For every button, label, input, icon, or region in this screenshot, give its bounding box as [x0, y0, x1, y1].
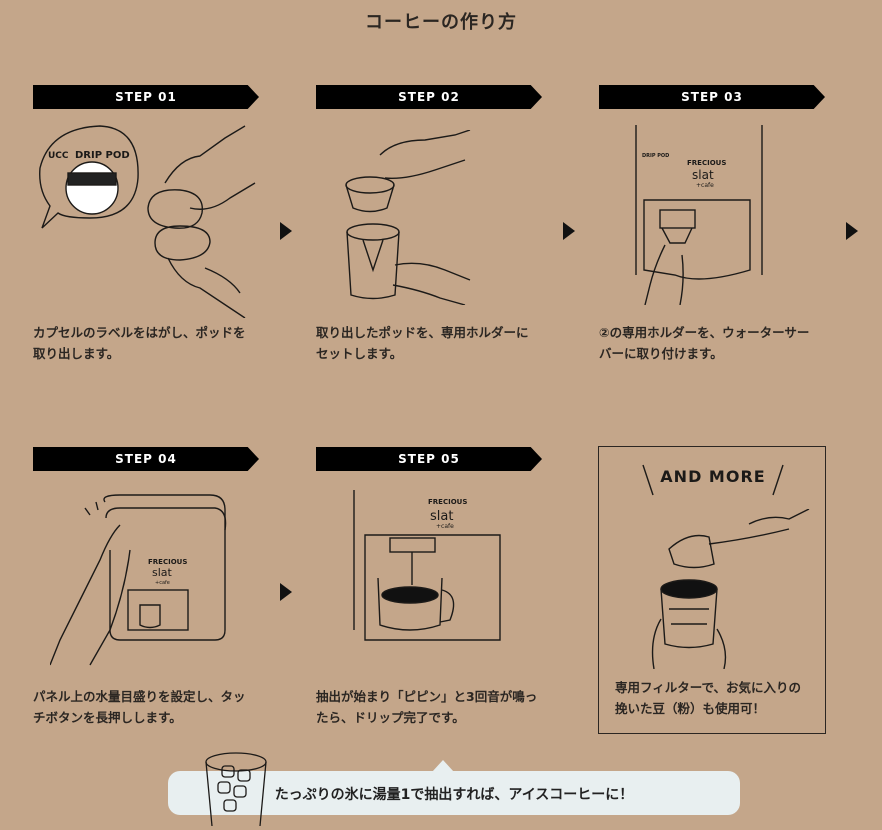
step-03-illustration: DRIP POD FRECIOUS slat +cafe: [630, 125, 770, 305]
step-05-illustration: FRECIOUS slat +cafe: [350, 490, 510, 660]
iced-coffee-glass-illustration: [200, 748, 272, 830]
step-05-line-1: 抽出が始まり「ピピン」と3回音が鳴っ: [316, 689, 538, 704]
and-more-description: 専用フィルターで、お気に入りの 挽いた豆（粉）も使用可！: [615, 677, 825, 719]
step-02-banner: STEP 02: [316, 85, 542, 109]
step-03-description: ②の専用ホルダーを、ウォーターサー バーに取り付けます。: [599, 322, 849, 364]
step-04-line-1: パネル上の水量目盛りを設定し、タッ: [33, 689, 246, 704]
step-04-banner: STEP 04: [33, 447, 259, 471]
arrow-step-03-next: [846, 222, 858, 240]
step-03-banner: STEP 03: [599, 85, 825, 109]
page-title: コーヒーの作り方: [365, 12, 517, 33]
and-more-illustration: [651, 509, 810, 669]
pod-logo-text: UCC: [48, 151, 69, 161]
and-more-box: AND MORE 専用フィルターで、お気に入りの 挽いた豆（粉）も使用可！: [598, 446, 826, 734]
step-05-description: 抽出が始まり「ピピン」と3回音が鳴っ たら、ドリップ完了です。: [316, 686, 566, 728]
step-05-machine-model: slat: [430, 509, 453, 524]
step-04-machine-sub: +cafe: [155, 580, 170, 586]
step-02-description: 取り出したポッドを、専用ホルダーに セットします。: [316, 322, 566, 364]
step-05-line-2: たら、ドリップ完了です。: [316, 710, 465, 725]
step-03-line-2: バーに取り付けます。: [599, 346, 723, 361]
arrow-step-02-to-03: [563, 222, 575, 240]
and-more-accent-lines: [642, 464, 784, 496]
step-05-machine-brand: FRECIOUS: [428, 498, 467, 506]
step-02-illustration: [335, 130, 475, 305]
arrow-step-04-to-05: [280, 583, 292, 601]
tip-bubble: たっぷりの氷に湯量1で抽出すれば、アイスコーヒーに！: [168, 771, 740, 815]
pod-small-text: DRIP POD: [642, 153, 669, 159]
step-01-illustration: UCC DRIP POD: [30, 118, 260, 318]
step-04-illustration: FRECIOUS slat +cafe: [50, 490, 240, 675]
step-02-line-1: 取り出したポッドを、専用ホルダーに: [316, 325, 529, 340]
step-03-machine-sub: +cafe: [696, 182, 714, 189]
step-04-description: パネル上の水量目盛りを設定し、タッ チボタンを長押しします。: [33, 686, 283, 728]
pod-brand-text: DRIP POD: [75, 150, 130, 161]
step-01-banner: STEP 01: [33, 85, 259, 109]
step-05-machine-sub: +cafe: [436, 523, 454, 530]
step-02-line-2: セットします。: [316, 346, 403, 361]
step-01-description: カプセルのラベルをはがし、ポッドを 取り出します。: [33, 322, 283, 364]
and-more-title: AND MORE: [660, 467, 766, 486]
step-04-line-2: チボタンを長押しします。: [33, 710, 182, 725]
tip-bubble-tail: [432, 760, 454, 772]
step-03-machine-brand: FRECIOUS: [687, 159, 726, 167]
step-01-line-1: カプセルのラベルをはがし、ポッドを: [33, 325, 246, 340]
step-04-machine-brand: FRECIOUS: [148, 558, 187, 566]
step-03-line-1: ②の専用ホルダーを、ウォーターサー: [599, 325, 810, 340]
step-01-line-2: 取り出します。: [33, 346, 120, 361]
step-04-machine-model: slat: [152, 566, 173, 579]
step-03-machine-model: slat: [692, 168, 714, 182]
step-05-banner: STEP 05: [316, 447, 542, 471]
arrow-step-01-to-02: [280, 222, 292, 240]
and-more-line-1: 専用フィルターで、お気に入りの: [615, 680, 802, 695]
tip-text: たっぷりの氷に湯量1で抽出すれば、アイスコーヒーに！: [274, 787, 634, 803]
and-more-line-2: 挽いた豆（粉）も使用可！: [615, 701, 766, 716]
